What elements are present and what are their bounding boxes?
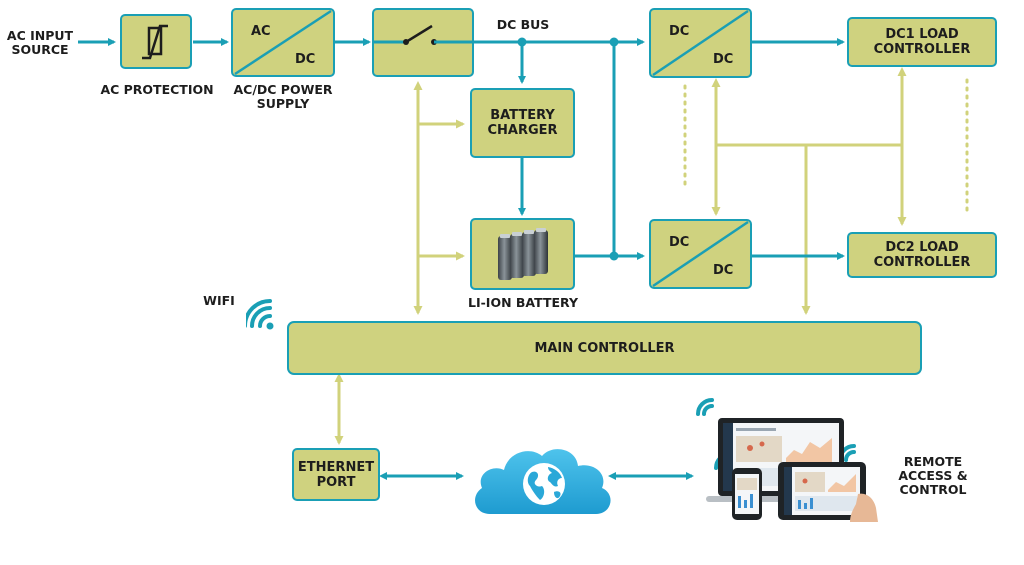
li-ion-battery-box [470,218,575,290]
dcdc2-bottom-label: DC [713,263,734,278]
li-ion-battery-label: LI-ION BATTERY [468,295,578,310]
control-lines [334,67,969,445]
acdc-power-supply-label: AC/DC POWER SUPPLY [233,82,333,111]
wifi-icon [246,299,274,330]
junction-dots [517,37,619,261]
dcdc-converter-1-box: DC DC [649,8,752,78]
acdc-power-supply-box: AC DC [231,8,335,77]
battery-charger-box: BATTERY CHARGER [470,88,575,158]
converter-diagonal [234,9,332,76]
remote-access-label: REMOTE ACCESS & CONTROL [898,454,968,497]
cloud-globe-icon [475,449,611,514]
ac-protection-box [120,14,192,69]
main-controller-box: MAIN CONTROLLER [287,321,922,375]
switch-box [372,8,474,77]
dcdc2-top-label: DC [669,235,690,250]
ethernet-port-box: ETHERNET PORT [292,448,380,501]
devices-icon [696,398,878,522]
battery-cells-icon [498,228,548,280]
dcdc1-top-label: DC [669,24,690,39]
ac-input-source-label: AC INPUT SOURCE [6,28,74,57]
dc2-load-controller-box: DC2 LOAD CONTROLLER [847,232,997,278]
switch-icon [372,24,474,45]
acdc-bottom-label: DC [295,52,316,67]
dcdc1-bottom-label: DC [713,52,734,67]
ac-protection-label: AC PROTECTION [100,82,214,97]
converter-diagonal [652,220,749,288]
acdc-top-label: AC [251,24,271,39]
dc-bus-label: DC BUS [496,17,550,32]
dc1-load-controller-box: DC1 LOAD CONTROLLER [847,17,997,67]
wifi-label: WIFI [203,293,235,308]
dcdc-converter-2-box: DC DC [649,219,752,289]
varistor-icon [142,24,168,60]
converter-diagonal [652,9,749,77]
